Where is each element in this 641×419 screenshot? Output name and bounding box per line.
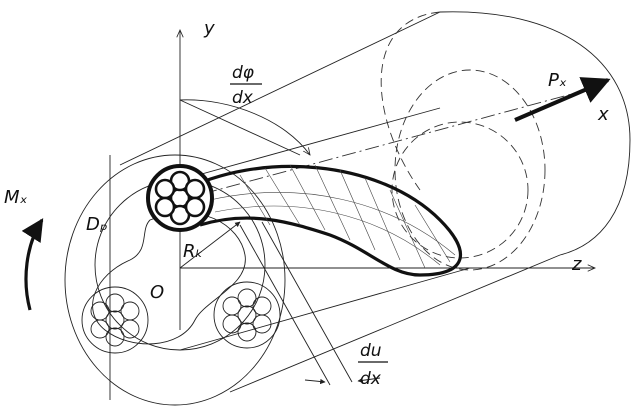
radius-arrow — [179, 221, 241, 269]
strand-contour — [179, 164, 463, 277]
dphi-fraction: dφ dx — [230, 63, 262, 108]
du-numerator: du — [360, 341, 382, 361]
cylinder-front-end — [64, 154, 286, 406]
force-arrow — [514, 77, 611, 122]
rope-cylinder — [64, 11, 631, 406]
strand-lobe-outline — [92, 212, 246, 345]
x-axis-label: x — [597, 104, 609, 125]
y-axis-label: y — [203, 18, 215, 39]
core-circle-back — [391, 121, 529, 259]
core-top-generator — [179, 107, 441, 181]
left-strand-section — [81, 286, 149, 354]
strand-path-back — [394, 69, 546, 271]
origin-label: O — [150, 282, 164, 303]
dphi-denominator: dx — [232, 88, 254, 108]
x-axis-line — [179, 84, 606, 201]
du-fraction: du dx — [358, 341, 388, 389]
cylinder-top-generator — [119, 11, 441, 166]
dphi-arc — [179, 99, 310, 155]
core-bottom-generator — [179, 267, 471, 351]
radius-label: Rₖ — [183, 241, 203, 262]
diameter-label: Dₚ — [86, 214, 108, 235]
du-dimension — [239, 221, 381, 386]
du-denominator: dx — [360, 369, 382, 389]
right-strand-section — [213, 281, 281, 349]
moment-arrow — [21, 218, 44, 311]
dphi-numerator: dφ — [232, 63, 255, 83]
dphi-leader — [179, 99, 301, 156]
bent-strand — [179, 164, 463, 277]
cylinder-back-hidden — [380, 11, 441, 191]
force-label: Pₓ — [548, 70, 567, 91]
moment-label: Mₓ — [4, 187, 28, 208]
front-strand-section — [146, 164, 214, 232]
z-axis-label: z — [571, 254, 582, 275]
cylinder-back-end — [439, 11, 631, 256]
cylinder-bottom-generator — [229, 254, 561, 393]
